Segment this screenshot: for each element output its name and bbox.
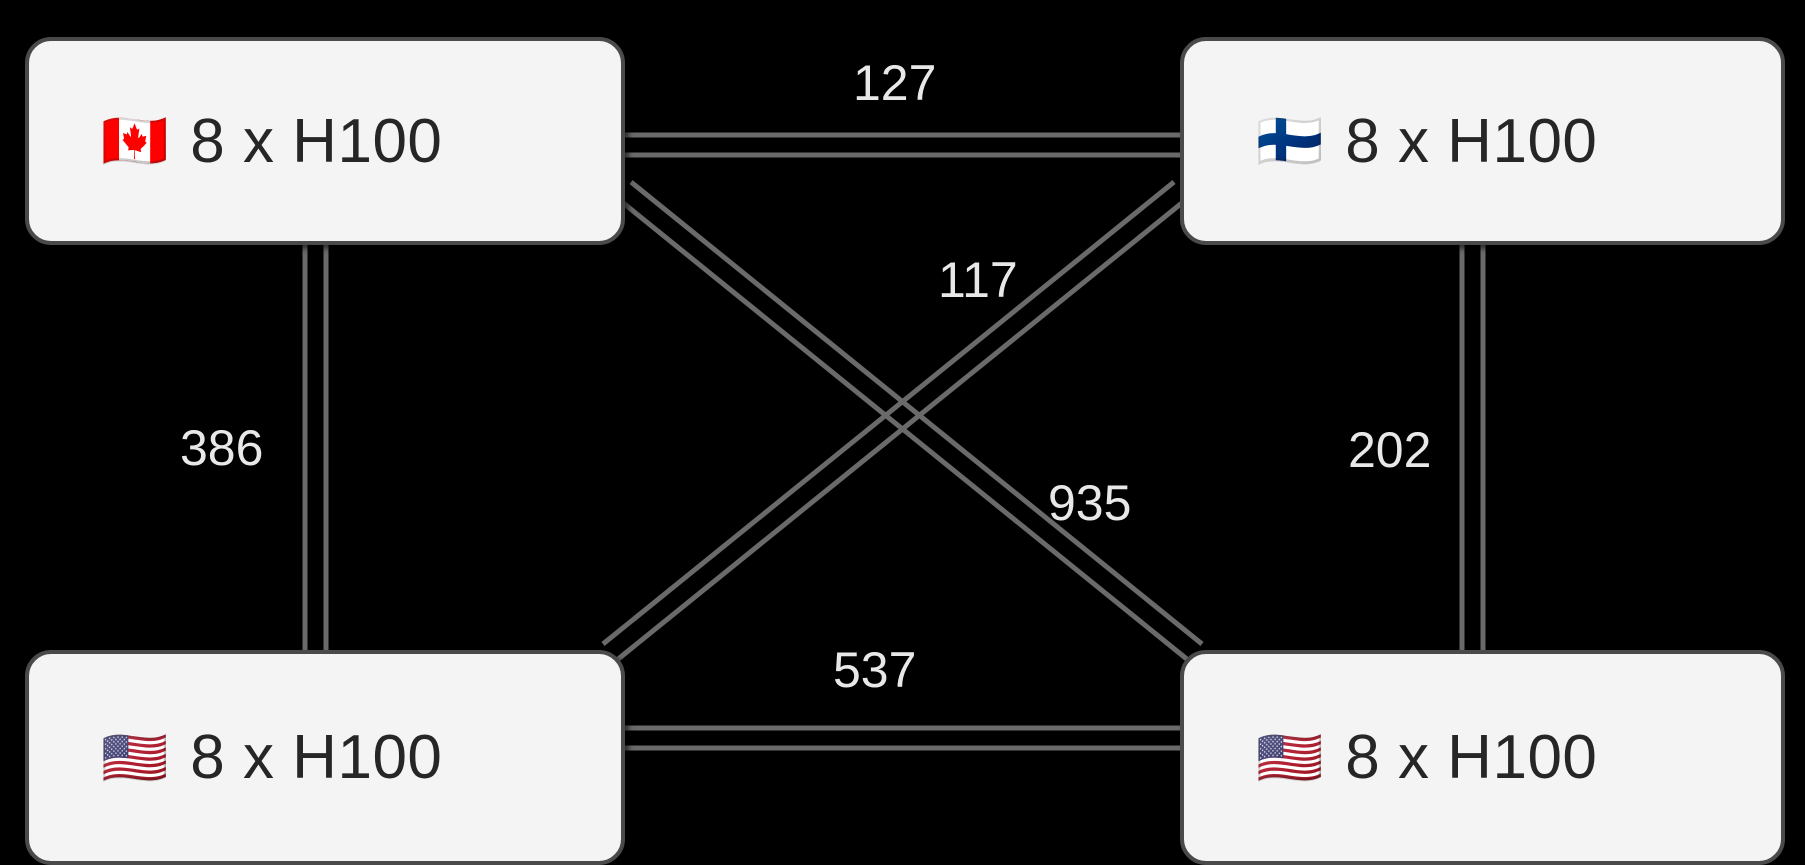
edge-label-diagonal-a: 117 [938,252,1018,308]
edge-label-bottom: 537 [833,642,917,698]
node-label: 8 x H100 [190,723,443,792]
node-fi-top-right[interactable]: 🇫🇮 8 x H100 [1180,37,1785,245]
flag-finland-icon: 🇫🇮 [1256,111,1324,171]
edge-label-top: 127 [853,55,937,111]
node-ca-top-left[interactable]: 🇨🇦 8 x H100 [25,37,625,245]
edge-label-left: 386 [180,420,264,476]
node-us-bottom-right[interactable]: 🇺🇸 8 x H100 [1180,650,1785,865]
flag-canada-icon: 🇨🇦 [101,111,169,171]
node-content: 🇺🇸 8 x H100 [29,722,442,793]
edge-label-diagonal-b: 935 [1048,475,1132,531]
node-content: 🇨🇦 8 x H100 [29,106,442,177]
edge-diagonal-b[interactable] [601,180,1190,662]
edge-label-right: 202 [1348,422,1432,478]
node-label: 8 x H100 [1345,723,1598,792]
flag-united-states-icon: 🇺🇸 [1256,727,1324,788]
edge-top[interactable] [625,132,1180,158]
node-label: 8 x H100 [1345,106,1598,176]
edge-right[interactable] [1459,245,1486,655]
edge-bottom[interactable] [625,725,1180,751]
node-label: 8 x H100 [190,106,443,176]
node-content: 🇺🇸 8 x H100 [1184,722,1597,793]
node-content: 🇫🇮 8 x H100 [1184,106,1597,177]
edge-left[interactable] [302,245,329,655]
node-us-bottom-left[interactable]: 🇺🇸 8 x H100 [25,650,625,865]
flag-united-states-icon: 🇺🇸 [101,727,169,788]
